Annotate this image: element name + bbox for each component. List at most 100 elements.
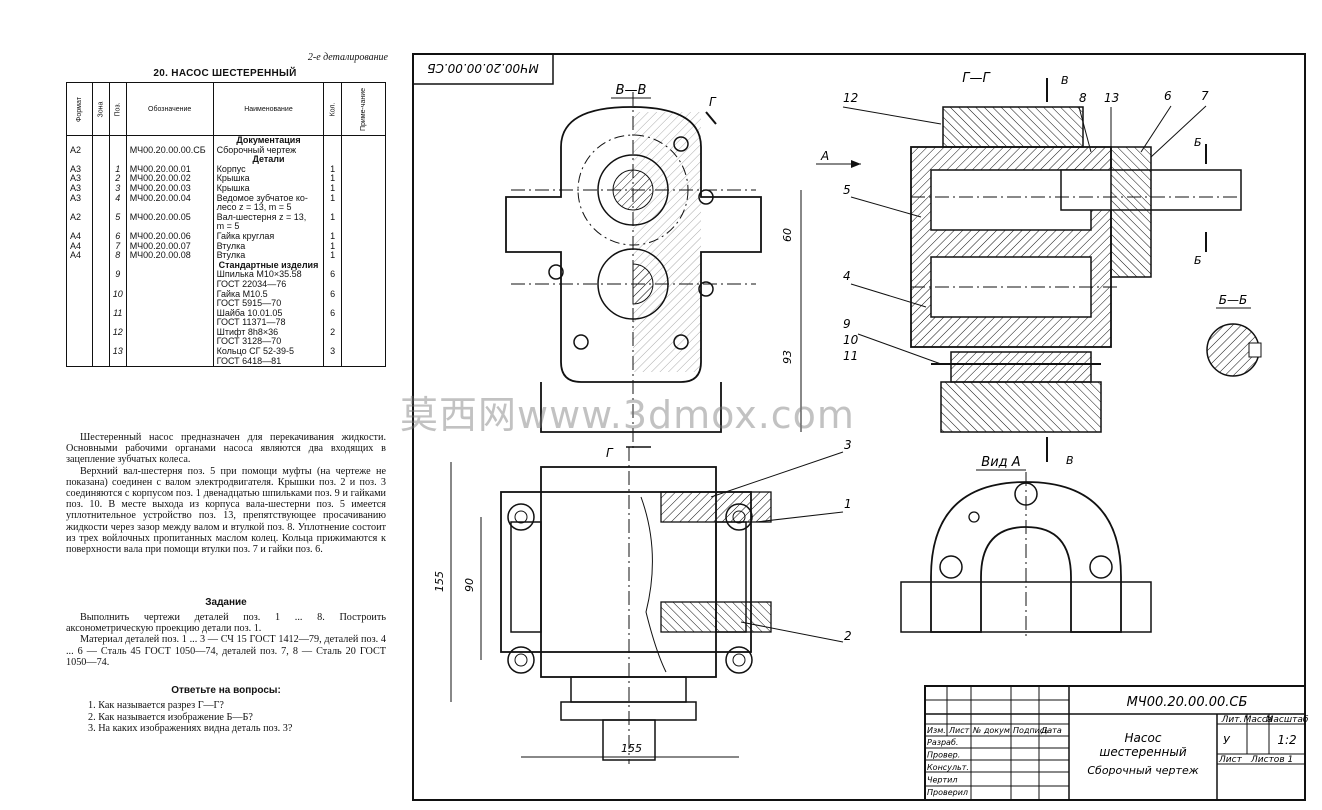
callout-13: 13 xyxy=(1104,91,1119,105)
view-gg: Г—Г В А Б Б В 12 8 13 6 7 xyxy=(816,71,1242,467)
label-gg: Г—Г xyxy=(962,71,991,86)
column-header: Поз. xyxy=(108,82,127,136)
stamp-code: МЧ00.20.00.00.СБ xyxy=(427,61,539,75)
dim-155-horizontal: 155 xyxy=(621,742,642,755)
sheets-label: Листов 1 xyxy=(1250,755,1293,765)
task-title: Задание xyxy=(205,597,247,608)
role-label: Подпись xyxy=(1013,726,1049,735)
dim-90: 90 xyxy=(463,578,476,592)
callout-5: 5 xyxy=(843,183,851,197)
role-label: Изм. xyxy=(927,726,946,735)
question-item: 1. Как называется разрез Г—Г? xyxy=(88,700,224,711)
callout-3: 3 xyxy=(844,438,852,452)
cut-g-bottom: Г xyxy=(606,446,614,460)
arrow-a-label: А xyxy=(820,149,829,163)
title-line2: шестеренный xyxy=(1099,745,1187,759)
assembly-drawing: МЧ00.20.00.00.СБ В—В 60 93 Г Г Г—Г В xyxy=(412,53,1309,801)
cut-b-bottom: Б xyxy=(1194,254,1202,267)
label-bb: Б—Б xyxy=(1219,293,1247,307)
section-bb: Б—Б xyxy=(1206,293,1262,377)
cut-g-top: Г xyxy=(709,95,717,109)
table-row: ГОСТ 22034—76 xyxy=(66,279,387,290)
scale-value: 1:2 xyxy=(1277,733,1296,747)
staff-label: Чертил xyxy=(927,776,957,785)
paragraph: Шестеренный насос предназначен для перек… xyxy=(66,432,386,466)
staff-label: Провер. xyxy=(927,751,960,760)
sheet-label: Лист xyxy=(1218,755,1243,765)
callout-6: 6 xyxy=(1164,89,1172,103)
table-row: Стандартные изделия xyxy=(66,260,387,271)
callout-1: 1 xyxy=(844,497,852,511)
cut-v-bottom: В xyxy=(1066,454,1074,467)
scale-label: Масштаб xyxy=(1266,715,1309,725)
table-row: ГОСТ 3128—70 xyxy=(66,337,387,348)
stamp-box xyxy=(412,53,554,85)
callout-2: 2 xyxy=(844,629,852,643)
view-front: 155 90 155 3 1 2 xyxy=(433,438,852,764)
title-line1: Насос xyxy=(1125,731,1162,745)
paragraph: Верхний вал-шестерня поз. 5 при помощи м… xyxy=(66,465,386,556)
staff-label: Проверил xyxy=(927,788,968,797)
position-callouts-top: 12 8 13 6 7 5 4 9 10 11 xyxy=(842,89,1209,365)
section-label: 2-е деталирование xyxy=(307,52,388,63)
role-label: Лист xyxy=(948,726,970,735)
table-row: ГОСТ 6418—81 xyxy=(66,356,387,368)
column-header: Зона xyxy=(91,82,110,136)
mass-label: Масса xyxy=(1244,715,1273,725)
dim-93: 93 xyxy=(781,350,794,364)
view-a: Вид А xyxy=(900,455,1152,637)
role-label: № докум. xyxy=(972,726,1012,735)
title-line3: Сборочный чертеж xyxy=(1087,764,1198,777)
callout-11: 11 xyxy=(843,349,858,363)
sheet-frame xyxy=(412,53,1306,801)
dim-60: 60 xyxy=(781,228,794,242)
view-vv: В—В 60 93 Г Г xyxy=(505,83,802,460)
question-item: 3. На каких изображениях видна деталь по… xyxy=(88,723,293,734)
title-block: МЧ00.20.00.00.СБ Насос шестеренный Сборо… xyxy=(924,685,1309,801)
table-row: Детали xyxy=(66,155,387,165)
table-row: Документация xyxy=(66,135,387,146)
table-row: ГОСТ 5915—70 xyxy=(66,298,387,309)
titleblock-code: МЧ00.20.00.00.СБ xyxy=(1127,695,1248,710)
staff-label: Разраб. xyxy=(927,738,958,747)
lit-label: Лит. xyxy=(1221,715,1243,725)
cut-v-top: В xyxy=(1061,74,1069,87)
callout-7: 7 xyxy=(1201,89,1209,103)
table-row: ГОСТ 11371—78 xyxy=(66,318,387,328)
callout-4: 4 xyxy=(843,269,851,283)
callout-8: 8 xyxy=(1079,91,1087,105)
label-vid-a: Вид А xyxy=(981,455,1020,470)
paragraph: Материал деталей поз. 1 ... 3 — СЧ 15 ГО… xyxy=(66,634,386,668)
callout-12: 12 xyxy=(843,91,858,105)
page-title: 20. НАСОС ШЕСТЕРЕННЫЙ xyxy=(153,68,297,79)
column-header: Приме-чание xyxy=(340,82,387,136)
table-row: лесо z = 13, m = 5 xyxy=(66,203,387,213)
table-row: m = 5 xyxy=(66,222,387,232)
column-header: Наименование xyxy=(212,82,325,136)
column-header: Формат xyxy=(66,82,93,136)
questions-title: Ответьте на вопросы: xyxy=(171,685,281,696)
callout-9: 9 xyxy=(843,317,851,331)
question-item: 2. Как называется изображение Б—Б? xyxy=(88,711,253,723)
cut-b-top: Б xyxy=(1194,136,1202,149)
description-text: Шестеренный насос предназначен для перек… xyxy=(66,432,386,555)
questions-list: 1. Как называется разрез Г—Г?2. Как назы… xyxy=(88,700,388,735)
staff-label: Консульт. xyxy=(927,763,969,772)
